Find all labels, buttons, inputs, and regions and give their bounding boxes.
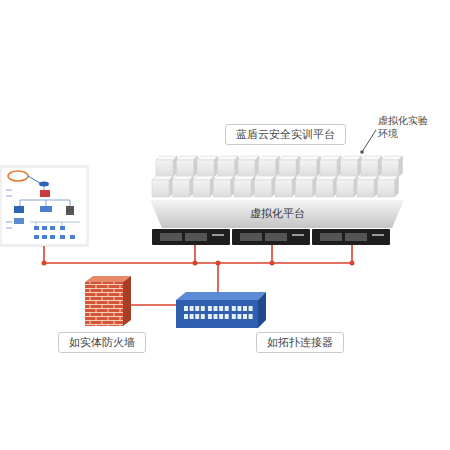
wire-junction [42,261,355,266]
switch-port [201,306,205,311]
cube [316,176,337,197]
cube [255,176,276,197]
cube [296,176,317,197]
switch-port [208,314,212,319]
cube [238,156,259,177]
switch-port [237,306,241,311]
node-text: 如拓扑连接器 [267,335,333,350]
cube [218,156,239,177]
switch-port [219,306,223,311]
switch-port [225,306,229,311]
cube [300,156,321,177]
cube [279,156,300,177]
cube [193,176,214,197]
callout-label: 虚拟化实验环境 [378,114,428,140]
cube [275,176,296,197]
network-illustration [0,166,88,246]
firewall-icon [85,276,131,326]
platform-band: 虚拟化平台 [150,200,404,228]
rack-servers [152,229,390,245]
switch-port [195,306,199,311]
node-text: 蓝盾云安全实训平台 [236,127,335,142]
cube [177,156,198,177]
node-text: 虚拟化平台 [150,200,404,228]
cube [361,156,382,177]
node-text: 如实体防火墙 [69,335,135,350]
switch-port [225,314,229,319]
cube [382,156,403,177]
cube [197,156,218,177]
switch-port [190,314,194,319]
switch-port [195,314,199,319]
switch-port [201,314,205,319]
cube [341,156,362,177]
switch-port [249,306,253,311]
switch-icon [176,292,266,328]
cube [357,176,378,197]
switch-port [214,314,218,319]
switch-port [219,314,223,319]
cube [214,176,235,197]
cube [378,176,399,197]
leader-line [360,130,376,154]
switch-port [184,306,188,311]
cube [259,156,280,177]
switch-port [190,306,194,311]
switch-port [214,306,218,311]
switch-port [184,314,188,319]
cube [320,156,341,177]
switch-port [237,314,241,319]
cube [337,176,358,197]
switch-port [249,314,253,319]
switch-port [232,306,236,311]
cube [156,156,177,177]
switch-port [243,306,247,311]
cube [234,176,255,197]
label-box: 如拓扑连接器 [256,332,344,353]
switch-port [208,306,212,311]
cube-grid [152,156,403,197]
cube [173,176,194,197]
switch-port [243,314,247,319]
switch-port [232,314,236,319]
cube [152,176,173,197]
label-box: 蓝盾云安全实训平台 [225,124,346,145]
label-box: 如实体防火墙 [58,332,146,353]
